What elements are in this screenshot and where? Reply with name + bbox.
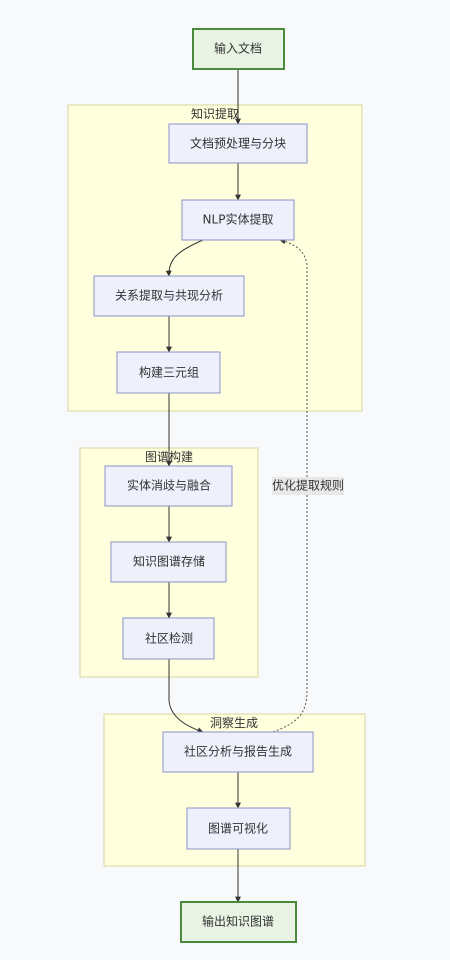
- node-input-document[interactable]: 输入文档: [192, 28, 285, 70]
- node-community-detection[interactable]: 社区检测: [122, 617, 215, 660]
- cluster-label-extraction: 知识提取: [191, 106, 239, 121]
- node-label: 关系提取与共现分析: [115, 288, 223, 303]
- node-graph-visualization[interactable]: 图谱可视化: [186, 807, 291, 850]
- edge-community-report: [168, 659, 204, 734]
- node-label: 知识图谱存储: [133, 554, 205, 569]
- node-label: 文档预处理与分块: [190, 136, 286, 151]
- edges: [165, 69, 308, 903]
- node-label: 实体消歧与融合: [127, 478, 211, 493]
- node-label: 构建三元组: [139, 365, 199, 380]
- edge-label-feedback: 优化提取规则: [272, 477, 344, 495]
- node-label: 输入文档: [214, 41, 262, 56]
- node-label: 社区分析与报告生成: [184, 744, 292, 759]
- node-relation-extraction[interactable]: 关系提取与共现分析: [93, 275, 245, 317]
- cluster-label-insight: 洞察生成: [210, 716, 258, 730]
- node-label: 输出知识图谱: [202, 914, 274, 929]
- node-nlp-entity-extraction[interactable]: NLP实体提取: [181, 199, 295, 241]
- node-label: NLP实体提取: [203, 212, 274, 227]
- node-build-triples[interactable]: 构建三元组: [116, 351, 221, 394]
- edge-nlp-relation: [165, 239, 204, 277]
- node-label: 社区检测: [145, 631, 193, 646]
- node-label: 图谱可视化: [208, 821, 268, 836]
- node-entity-disambiguation[interactable]: 实体消歧与融合: [104, 465, 233, 507]
- node-community-report[interactable]: 社区分析与报告生成: [162, 731, 314, 773]
- node-preprocess[interactable]: 文档预处理与分块: [168, 123, 308, 164]
- node-graph-storage[interactable]: 知识图谱存储: [110, 541, 227, 583]
- edge-report-nlp-feedback: [272, 238, 308, 733]
- node-output-graph[interactable]: 输出知识图谱: [180, 901, 297, 943]
- feedback-label-text: 优化提取规则: [272, 478, 344, 493]
